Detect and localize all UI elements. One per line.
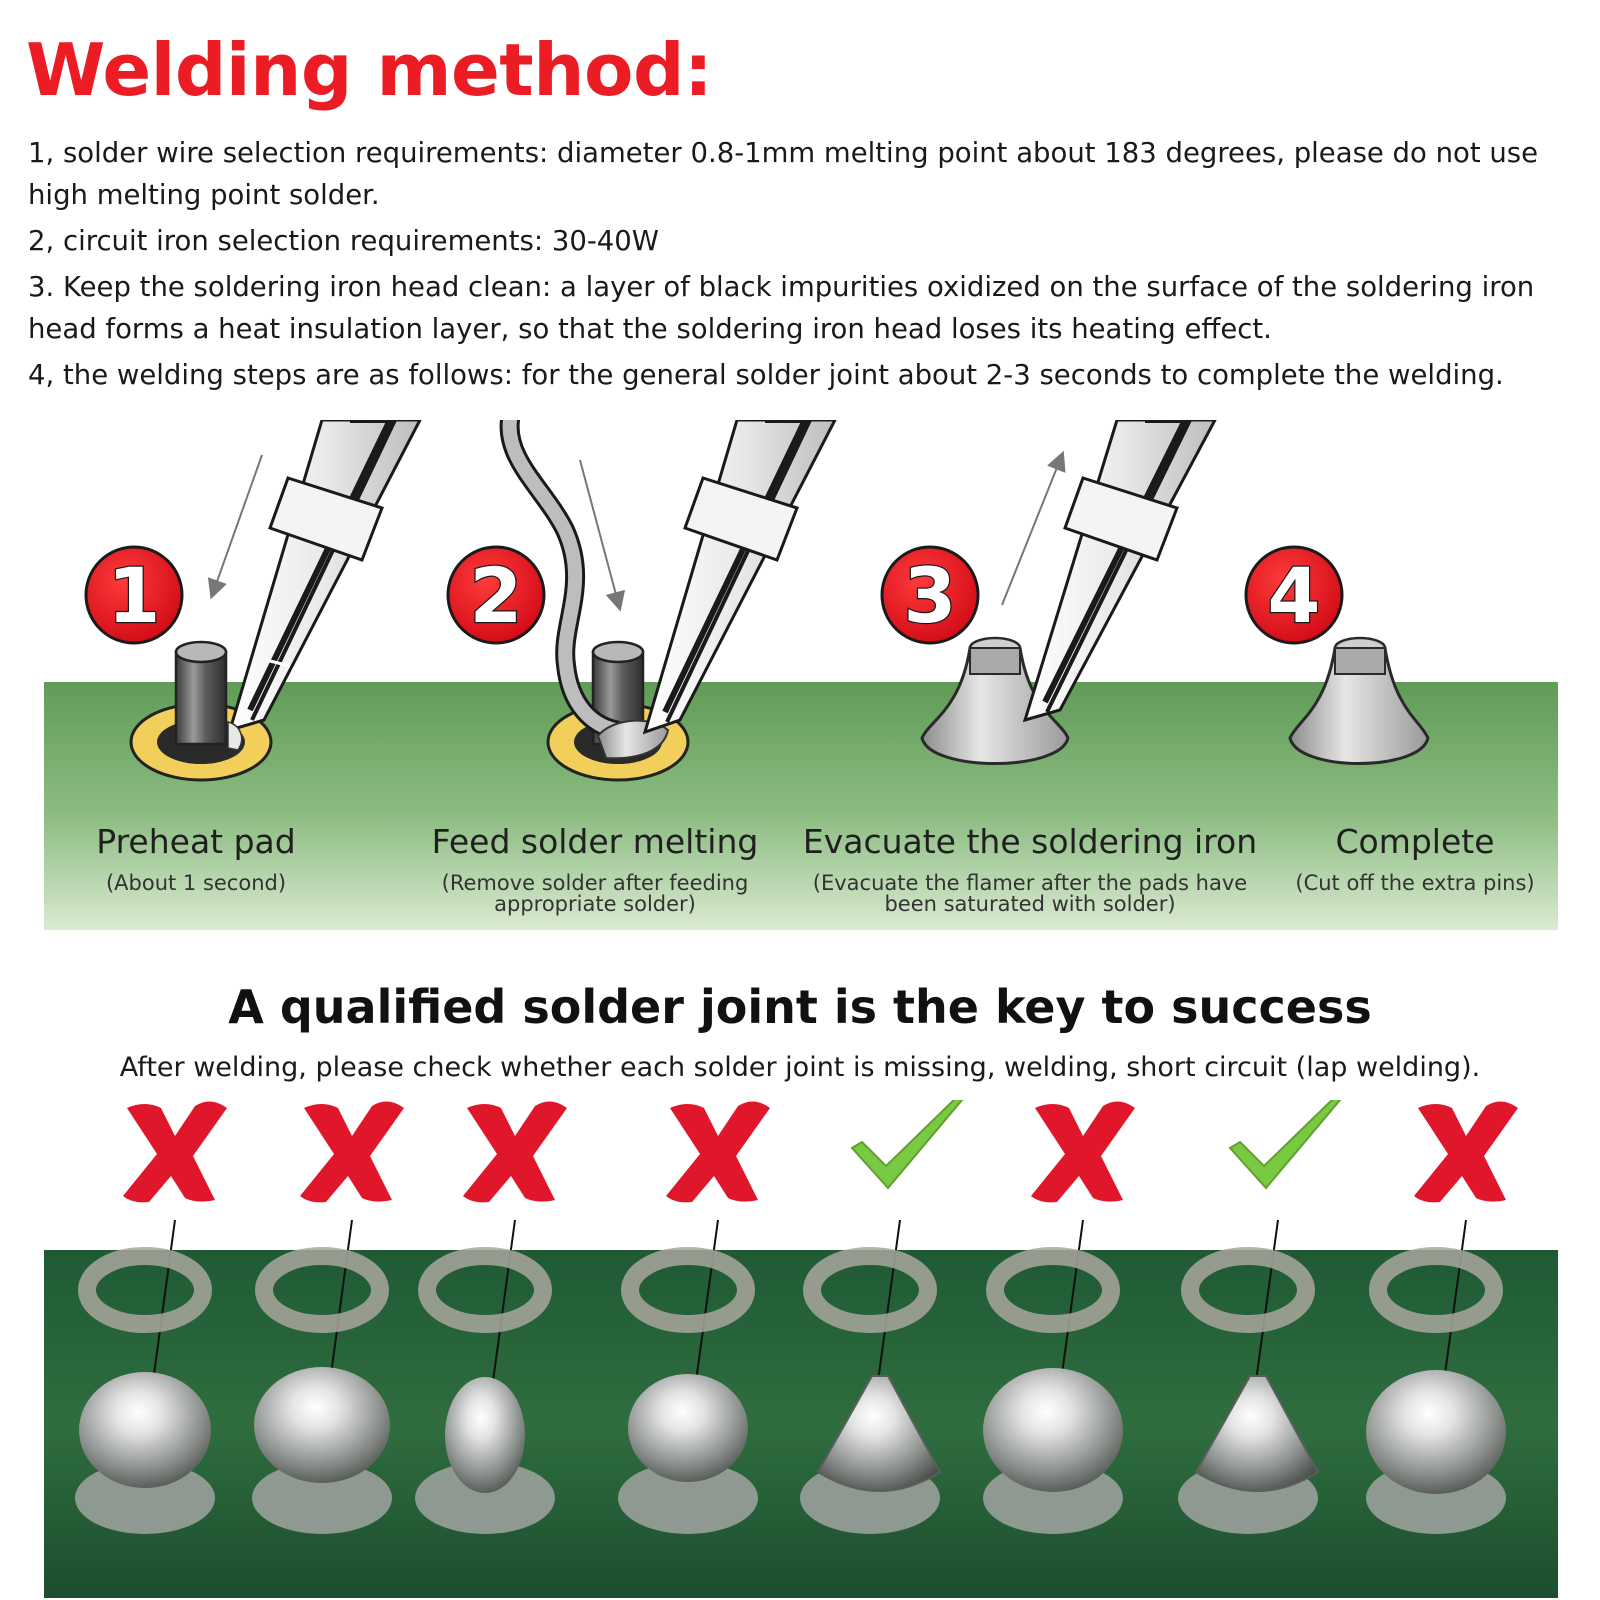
check-icon <box>850 1100 964 1190</box>
instruction-4: 4, the welding steps are as follows: for… <box>28 359 1504 391</box>
step-2-note: (Remove solder after feeding appropriate… <box>441 871 749 916</box>
step-2-number: 2 <box>470 551 523 640</box>
step-3-badge <box>880 545 980 645</box>
page-title: Welding method: <box>26 28 713 112</box>
step-3-number: 3 <box>904 551 957 640</box>
instructions-list: 1, solder wire selection requirements: d… <box>28 132 1578 400</box>
step-2-illustration: 2 <box>446 420 837 782</box>
solder-cone <box>1288 646 1430 765</box>
step-4-badge <box>1244 545 1344 645</box>
soldering-steps-diagram: 1 2 3 <box>44 420 1558 930</box>
step-4-title: Complete <box>1335 822 1495 861</box>
instruction-3: 3. Keep the soldering iron head clean: a… <box>28 271 1535 345</box>
cross-icon <box>463 1101 567 1203</box>
check-icon <box>1228 1100 1342 1190</box>
quality-heading: A qualified solder joint is the key to s… <box>228 980 1372 1034</box>
soldering-iron <box>1022 420 1217 723</box>
solder-joint <box>618 1247 758 1534</box>
step-4-label: Complete (Cut off the extra pins) <box>1280 822 1550 894</box>
solder-joint <box>800 1247 942 1534</box>
soldering-iron <box>227 420 422 733</box>
step-3-note: (Evacuate the flamer after the pads have… <box>812 871 1248 916</box>
step-3-title: Evacuate the soldering iron <box>802 822 1258 861</box>
quality-subheading: After welding, please check whether each… <box>119 1052 1481 1083</box>
step-3-label: Evacuate the soldering iron (Evacuate th… <box>790 822 1270 915</box>
solder-joint <box>75 1247 215 1534</box>
cross-icon <box>1414 1101 1518 1203</box>
cross-icon <box>123 1101 227 1203</box>
step-1-badge <box>84 545 184 645</box>
step-4-number: 4 <box>1268 551 1321 640</box>
step-1-illustration: 1 <box>84 420 422 782</box>
solder-joints-photo <box>44 1100 1558 1598</box>
solder-joint <box>1178 1247 1320 1534</box>
solder-joint <box>252 1247 392 1534</box>
component-pin <box>174 650 228 746</box>
step-3-illustration: 3 <box>880 420 1217 765</box>
step-4-illustration: 4 <box>1244 545 1430 765</box>
step-2-badge <box>446 545 546 645</box>
solder-joint <box>983 1247 1123 1534</box>
soldering-iron <box>642 420 837 735</box>
instruction-1: 1, solder wire selection requirements: d… <box>28 137 1539 211</box>
step-2-title: Feed solder melting <box>431 822 759 861</box>
step-1-number: 1 <box>108 551 161 640</box>
solder-joint <box>415 1247 555 1534</box>
step-1-label: Preheat pad (About 1 second) <box>46 822 346 894</box>
step-2-label: Feed solder melting (Remove solder after… <box>420 822 770 915</box>
instruction-2: 2, circuit iron selection requirements: … <box>28 225 659 257</box>
cross-icon <box>666 1101 770 1203</box>
step-1-note: (About 1 second) <box>105 871 287 895</box>
solder-joint <box>1366 1247 1506 1534</box>
cross-icon <box>300 1101 404 1203</box>
step-4-note: (Cut off the extra pins) <box>1295 871 1535 895</box>
cross-icon <box>1031 1101 1135 1203</box>
step-1-title: Preheat pad <box>96 822 296 861</box>
